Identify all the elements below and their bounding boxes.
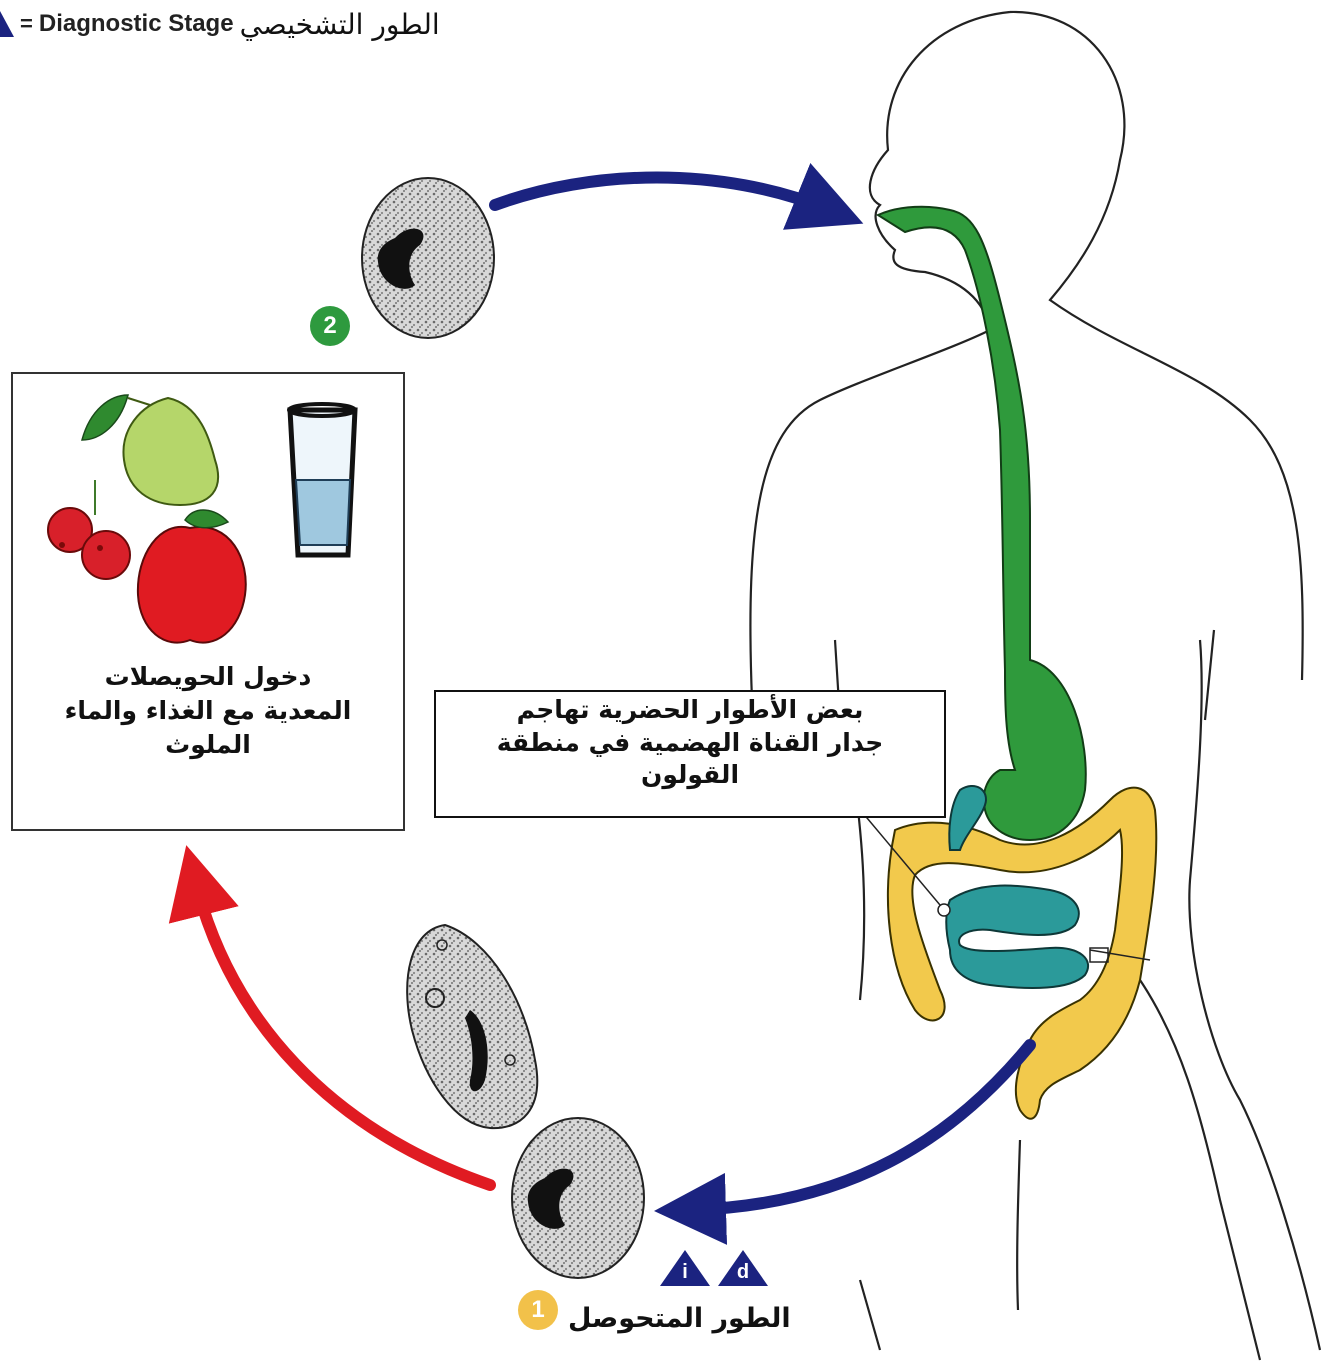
water-glass-icon [289,404,355,555]
infection-line-3: الملوث [12,728,404,762]
trophozoite [407,925,537,1128]
blue-triangle-icon [0,11,14,37]
infective-stage-badge: i [660,1250,710,1286]
legend: = Diagnostic Stage الطور التشخيصي [0,6,440,42]
infection-box-text: دخول الحويصلات المعدية مع الغذاء والماء … [12,660,404,761]
stage-2-badge: 2 [310,306,350,346]
arrow-colon-to-cyst [690,1045,1030,1210]
legend-separator: = [20,11,33,37]
callout-line-1: بعض الأطوار الحضرية تهاجم [436,694,944,727]
infection-line-1: دخول الحويصلات [12,660,404,694]
cyst-stage-1 [512,1118,644,1278]
infection-line-2: المعدية مع الغذاء والماء [12,694,404,728]
cyst-stage-label: الطور المتحوصل [568,1303,791,1334]
legend-english: Diagnostic Stage [39,10,234,38]
legend-arabic: الطور التشخيصي [240,8,440,41]
trophozoite-invasion-callout: بعض الأطوار الحضرية تهاجم جدار القناة ال… [434,690,946,818]
badge-d-label: d [718,1261,768,1284]
badge-i-label: i [660,1261,710,1284]
stage-1-badge: 1 [518,1290,558,1330]
arrow-cyst-to-mouth [495,178,830,211]
callout-line-3: القولون [436,759,944,792]
cyst-stage-2 [362,178,494,338]
diagnostic-stage-badge: d [718,1250,768,1286]
callout-line-2: جدار القناة الهضمية في منطقة [436,727,944,760]
